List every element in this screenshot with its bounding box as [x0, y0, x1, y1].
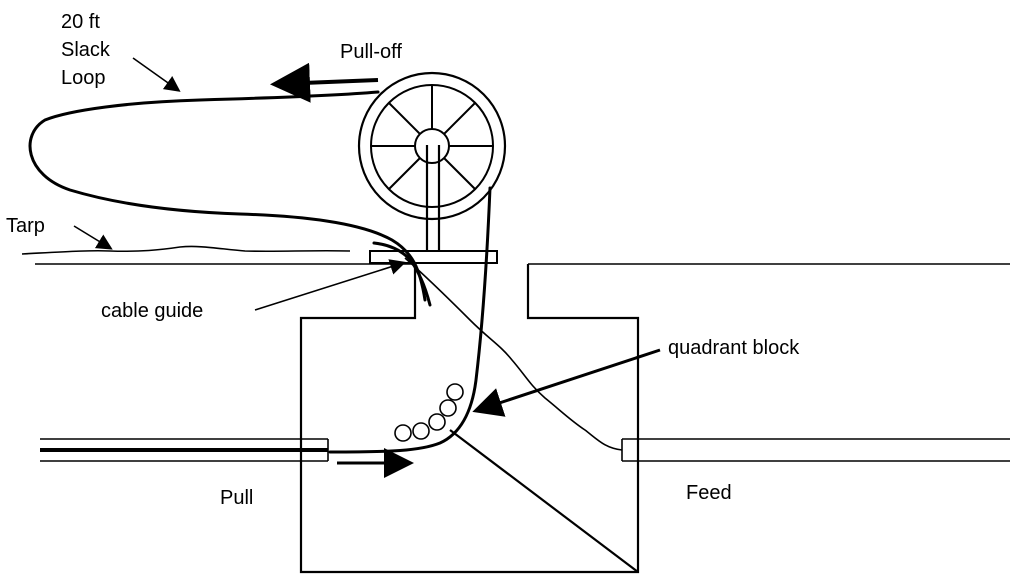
slack-loop-label-line1: 20 ft: [61, 11, 100, 33]
slack-loop-pointer: [132, 57, 181, 92]
cable-guide-pointer: [254, 259, 407, 311]
quadrant-rollers: [394, 383, 464, 442]
slack-loop-cable: [28, 90, 427, 302]
tarp-pointer: [73, 225, 113, 250]
slack-loop-label-line3: Loop: [61, 67, 106, 89]
pull-conduit: [40, 438, 329, 462]
manhole-vault: [299, 264, 640, 574]
quadrant-block-pointer: [472, 348, 661, 417]
quadrant-brace: [449, 429, 639, 573]
cable-guide-label: cable guide: [101, 300, 203, 322]
tarp: [21, 245, 351, 255]
pull-off-label: Pull-off: [340, 41, 402, 63]
reel-stand: [369, 145, 498, 264]
pull-off-arrow: [270, 62, 379, 103]
feed-cable: [404, 257, 623, 451]
quadrant-block-label: quadrant block: [668, 337, 800, 359]
slack-loop-label-line2: Slack: [61, 39, 111, 61]
pull-off-reel: [357, 71, 507, 221]
cable-guide: [372, 241, 432, 307]
pull-label: Pull: [220, 487, 253, 509]
tarp-label: Tarp: [6, 215, 45, 237]
feed-conduit: [621, 438, 1010, 462]
feed-label: Feed: [686, 482, 732, 504]
